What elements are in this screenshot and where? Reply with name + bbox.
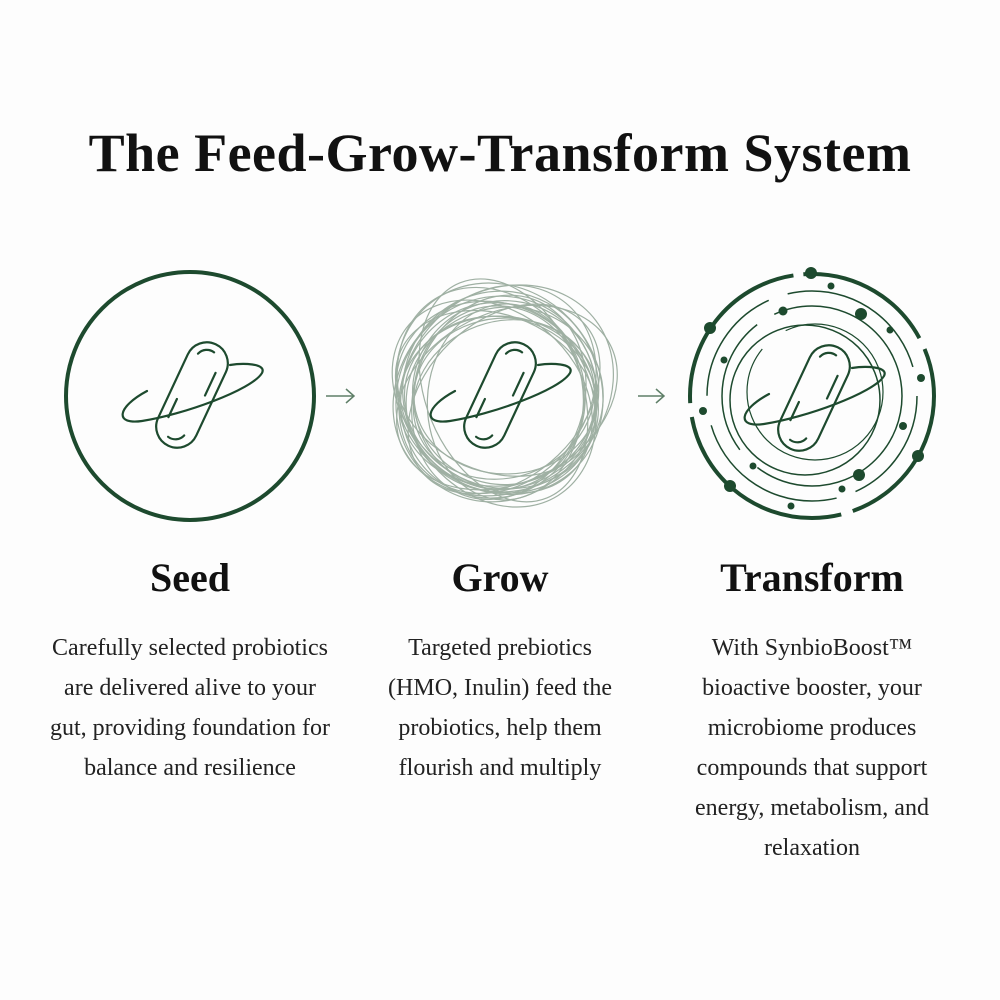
- step-heading: Grow: [451, 555, 549, 600]
- step-seed: Seed Carefully selected probiotics are d…: [40, 552, 340, 788]
- grow-icon: [391, 278, 618, 508]
- swirl-line: [396, 304, 618, 491]
- swirl-line: [418, 278, 589, 503]
- page-title: The Feed-Grow-Transform System: [88, 123, 912, 183]
- step-description: Carefully selected probiotics are delive…: [50, 635, 330, 781]
- swirl-line: [403, 315, 599, 490]
- swirl-line: [395, 282, 604, 496]
- swirl-line: [405, 306, 604, 493]
- swirl-line: [413, 317, 599, 475]
- step-description: With SynbioBoost™ bioactive booster, you…: [695, 635, 929, 861]
- swirl-line: [398, 284, 597, 495]
- step-grow: Grow Targeted prebiotics (HMO, Inulin) f…: [350, 552, 650, 788]
- swirl-line: [395, 295, 597, 503]
- swirl-line: [411, 294, 587, 501]
- transform-icon: [688, 267, 936, 520]
- step-transform: Transform With SynbioBoost™ bioactive bo…: [662, 552, 962, 868]
- arrow-right-icon: [326, 388, 356, 404]
- swirl-line: [407, 303, 601, 495]
- step-heading: Seed: [150, 555, 230, 600]
- step-description: Targeted prebiotics (HMO, Inulin) feed t…: [388, 635, 612, 781]
- step-heading: Transform: [720, 555, 904, 600]
- seed-icon: [64, 270, 316, 522]
- arrow-right-icon: [638, 388, 666, 404]
